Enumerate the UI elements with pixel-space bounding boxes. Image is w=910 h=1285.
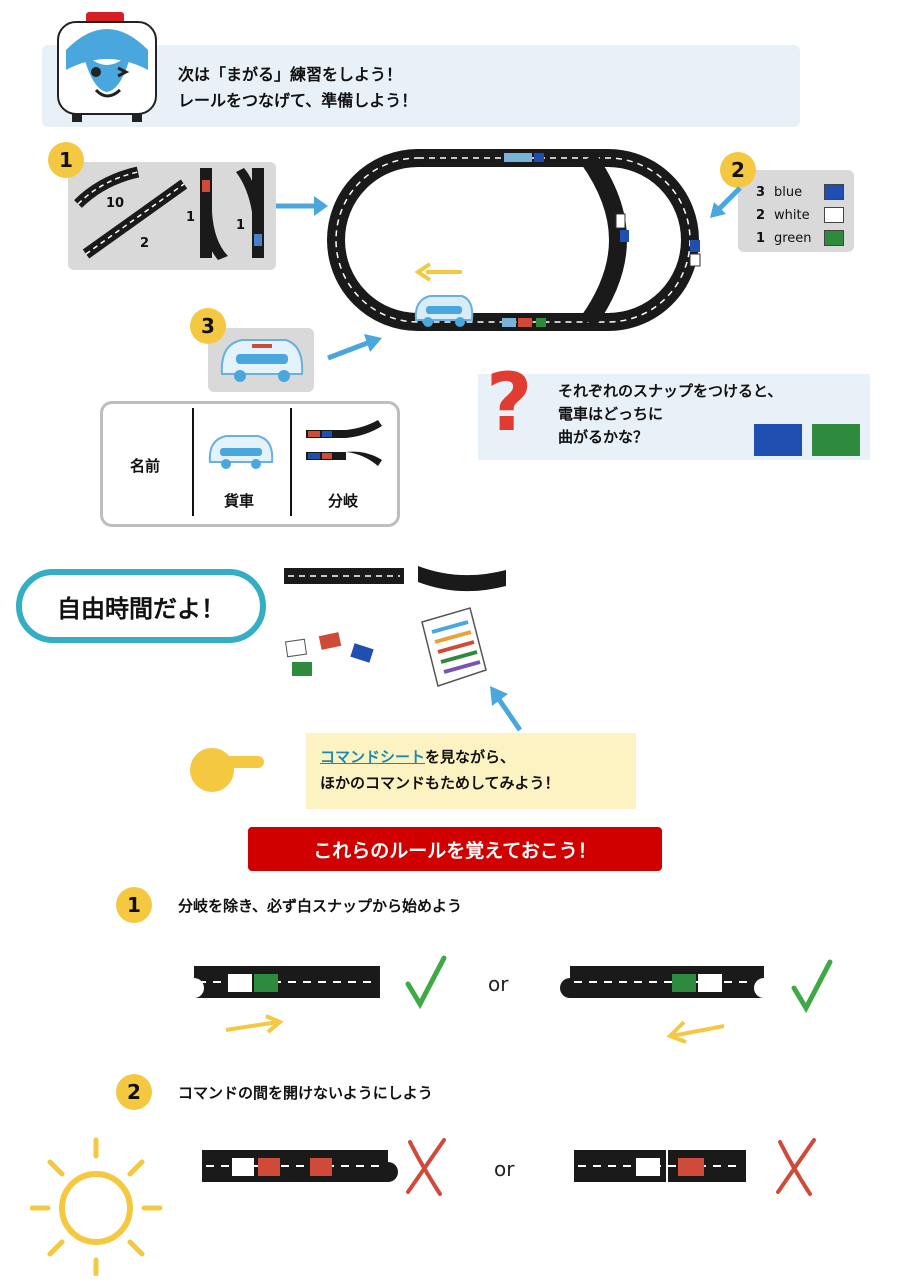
legend-name: green xyxy=(774,230,812,246)
check-icon xyxy=(791,959,833,1014)
command-note-rest: を見ながら、 xyxy=(425,748,516,766)
step-3-badge: 3 xyxy=(190,308,226,344)
command-sheet-icon xyxy=(421,607,487,687)
legend-row-green: 1 green xyxy=(756,230,844,246)
cross-icon xyxy=(776,1138,816,1196)
green-swatch xyxy=(824,230,844,246)
question-box xyxy=(478,374,870,460)
arrow-right-yellow-icon xyxy=(225,1014,284,1034)
straight-count: 2 xyxy=(140,236,150,251)
table-divider xyxy=(192,408,194,516)
switch-rails-icon xyxy=(306,420,382,466)
mascot-icon xyxy=(57,12,157,122)
step-2-badge: 2 xyxy=(720,152,756,188)
intro-line-2: レールをつなげて、準備しよう！ xyxy=(178,91,418,110)
table-header: 名前 xyxy=(130,457,161,475)
question-line-1: それぞれのスナップをつけると、 xyxy=(558,382,783,400)
arrow-up-icon xyxy=(490,686,523,732)
or-label: or xyxy=(488,972,509,996)
rule-2-badge: 2 xyxy=(116,1074,152,1110)
command-note-line-2: ほかのコマンドもためしてみよう！ xyxy=(320,774,560,792)
check-icon xyxy=(405,955,447,1010)
or-label: or xyxy=(494,1157,515,1181)
command-note-text: コマンドシートを見ながら、 ほかのコマンドもためしてみよう！ xyxy=(320,744,560,796)
track-layout xyxy=(327,149,701,331)
rules-banner: これらのルールを覚えておこう！ xyxy=(248,827,662,871)
rail-pieces-icon xyxy=(74,166,264,260)
legend-name: blue xyxy=(774,184,803,200)
arrow-left-yellow-icon xyxy=(666,1020,725,1044)
curve-count: 10 xyxy=(106,196,125,211)
intro-bubble xyxy=(42,45,800,127)
question-line-2: 電車はどっちに xyxy=(558,405,664,423)
rule-1-good-rail-b xyxy=(560,966,764,998)
legend-num: 2 xyxy=(756,207,766,223)
sun-icon xyxy=(30,1137,163,1276)
arrow-down-left-icon xyxy=(710,186,742,218)
intro-text: 次は「まがる」練習をしよう！ レールをつなげて、準備しよう！ xyxy=(178,62,417,114)
direction-arrow-icon xyxy=(414,262,462,282)
command-note-box xyxy=(306,733,636,809)
white-chip xyxy=(284,638,308,658)
rule-1-good-rail-a xyxy=(194,966,380,998)
blue-chip xyxy=(350,643,374,663)
command-sheet-link[interactable]: コマンドシート xyxy=(320,748,426,766)
train-car-icon xyxy=(220,339,304,382)
free-rails-icon xyxy=(284,566,506,592)
free-time-pill: 自由時間だよ！ xyxy=(16,569,266,643)
legend-num: 1 xyxy=(756,230,766,246)
switch-label: 分岐 xyxy=(328,492,359,510)
switch-left-count: 1 xyxy=(186,210,196,225)
rule-1-badge: 1 xyxy=(116,887,152,923)
green-snap xyxy=(812,424,860,456)
rule-2-text: コマンドの間を開けないようにしよう xyxy=(178,1084,433,1102)
question-line-3: 曲がるかな？ xyxy=(558,428,649,446)
intro-line-1: 次は「まがる」練習をしよう！ xyxy=(178,65,403,84)
names-table xyxy=(100,401,400,527)
blue-swatch xyxy=(824,184,844,200)
legend-name: white xyxy=(774,207,810,223)
car-label: 貨車 xyxy=(224,492,255,510)
train-on-track-icon xyxy=(414,295,474,327)
step-1-badge: 1 xyxy=(48,142,84,178)
arrow-up-right-icon xyxy=(327,334,382,361)
white-swatch xyxy=(824,207,844,223)
question-text: それぞれのスナップをつけると、 電車はどっちに 曲がるかな？ xyxy=(558,380,782,449)
freight-car-icon xyxy=(208,435,274,469)
pointing-hand-icon xyxy=(190,748,264,792)
rule-1-text: 分岐を除き、必ず白スナップから始めよう xyxy=(178,897,462,915)
arrow-right-icon xyxy=(276,196,328,216)
legend-row-blue: 3 blue xyxy=(756,184,844,200)
question-mark-icon: ? xyxy=(486,356,533,449)
table-divider xyxy=(290,408,292,516)
rule-2-bad-rail-b xyxy=(574,1150,746,1182)
legend-row-white: 2 white xyxy=(756,207,844,223)
legend-num: 3 xyxy=(756,184,766,200)
blue-snap xyxy=(754,424,802,456)
rule-2-bad-rail-a xyxy=(202,1150,398,1182)
green-chip xyxy=(292,662,312,676)
cross-icon xyxy=(406,1138,446,1196)
switch-right-count: 1 xyxy=(236,218,246,233)
red-chip xyxy=(318,632,342,650)
